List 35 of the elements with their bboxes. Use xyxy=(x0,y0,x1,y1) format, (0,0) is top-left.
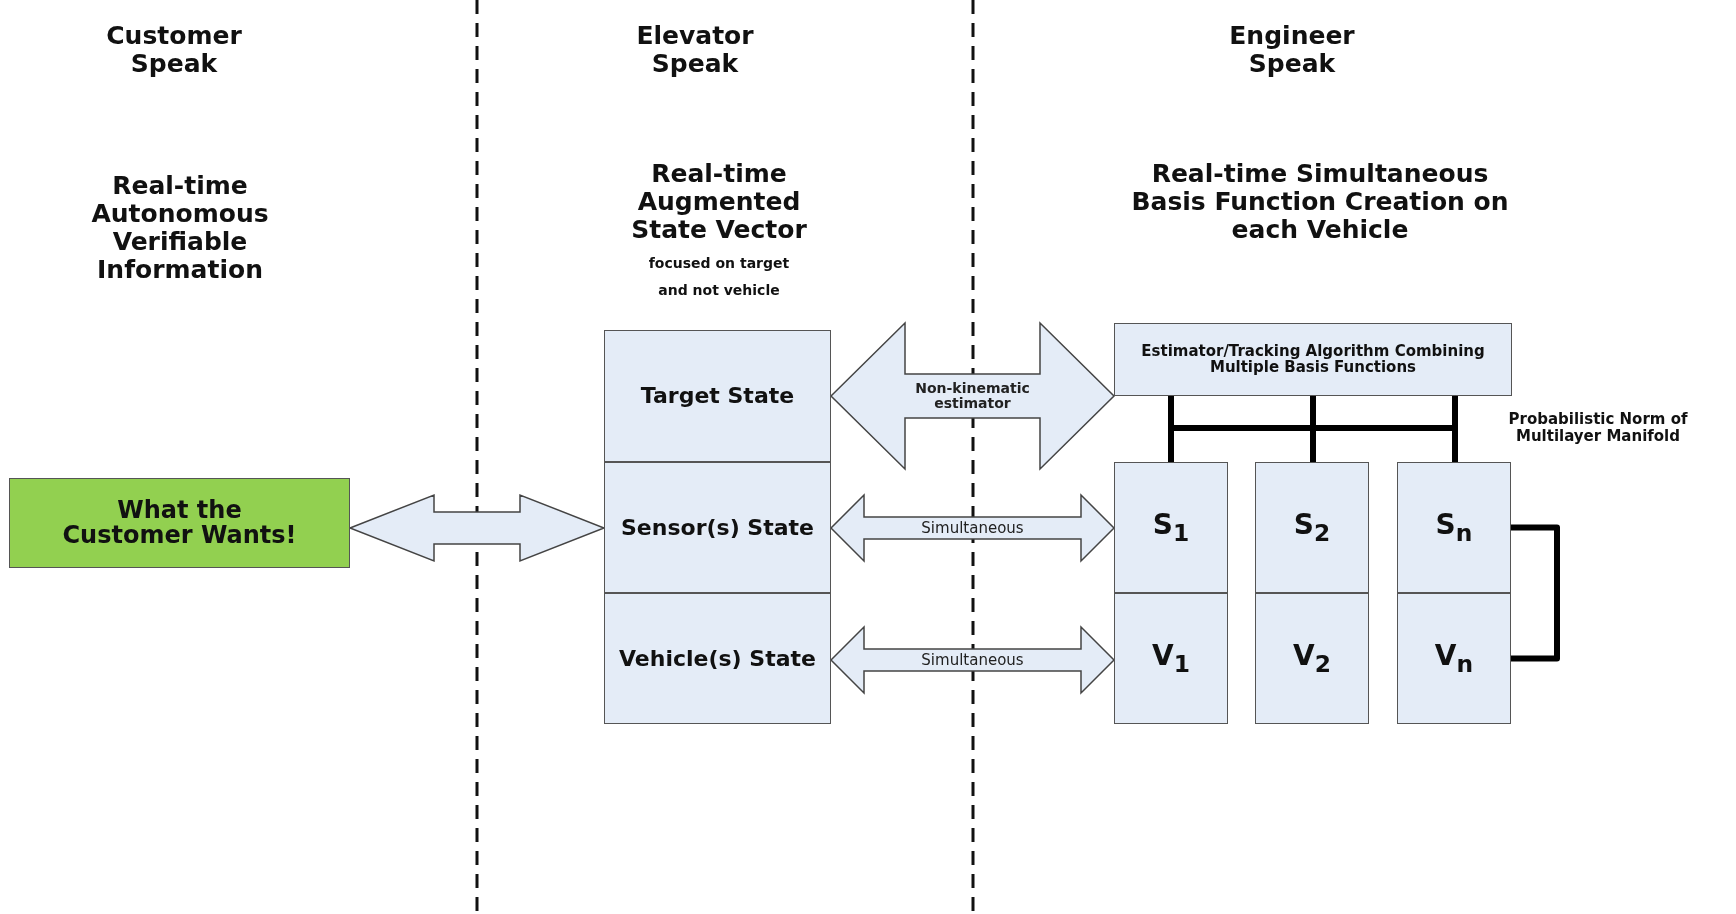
column-heading: Real-time Simultaneous Basis Function Creation on each Vehicle xyxy=(1130,160,1510,244)
process-box xyxy=(1255,462,1369,593)
subtitle-note: focused on target and not vehicle xyxy=(647,254,791,300)
annotation-text: Probabilistic Norm of Multilayer Manifold xyxy=(1507,411,1689,445)
node-label: What the Customer Wants! xyxy=(61,497,298,549)
node-label: Sensor(s) State xyxy=(620,515,815,540)
connector-line xyxy=(1452,396,1458,462)
connector-line xyxy=(1168,396,1174,462)
process-box xyxy=(9,478,350,568)
process-box xyxy=(604,593,831,724)
node-label: V$_{1}$ xyxy=(1151,640,1191,677)
connector-line xyxy=(1511,524,1560,662)
node-label: Vehicle(s) State xyxy=(618,646,817,671)
process-box xyxy=(1255,593,1369,724)
node-label: S$_{n}$ xyxy=(1434,509,1474,546)
node-label: S$_{2}$ xyxy=(1292,509,1332,546)
process-box xyxy=(1114,593,1228,724)
node-label: S$_{1}$ xyxy=(1151,509,1191,546)
process-box xyxy=(604,330,831,462)
node-label: Estimator/Tracking Algorithm Combining Multiple Basis Functions xyxy=(1140,343,1486,376)
connector-line xyxy=(1310,396,1316,462)
process-box xyxy=(1114,323,1512,396)
column-heading: Engineer Speak xyxy=(1228,22,1356,78)
column-heading: Elevator Speak xyxy=(635,22,755,78)
process-box xyxy=(1114,462,1228,593)
process-box xyxy=(1397,593,1511,724)
block-arrow xyxy=(347,493,607,563)
node-label: Target State xyxy=(639,384,796,408)
column-heading: Real-time Autonomous Verifiable Information xyxy=(90,172,270,284)
process-box xyxy=(604,462,831,593)
node-label: V$_{2}$ xyxy=(1292,640,1332,677)
column-heading: Real-time Augmented State Vector xyxy=(630,160,808,244)
node-label: V$_{n}$ xyxy=(1433,640,1475,677)
column-heading: Customer Speak xyxy=(105,22,243,78)
process-box xyxy=(1397,462,1511,593)
